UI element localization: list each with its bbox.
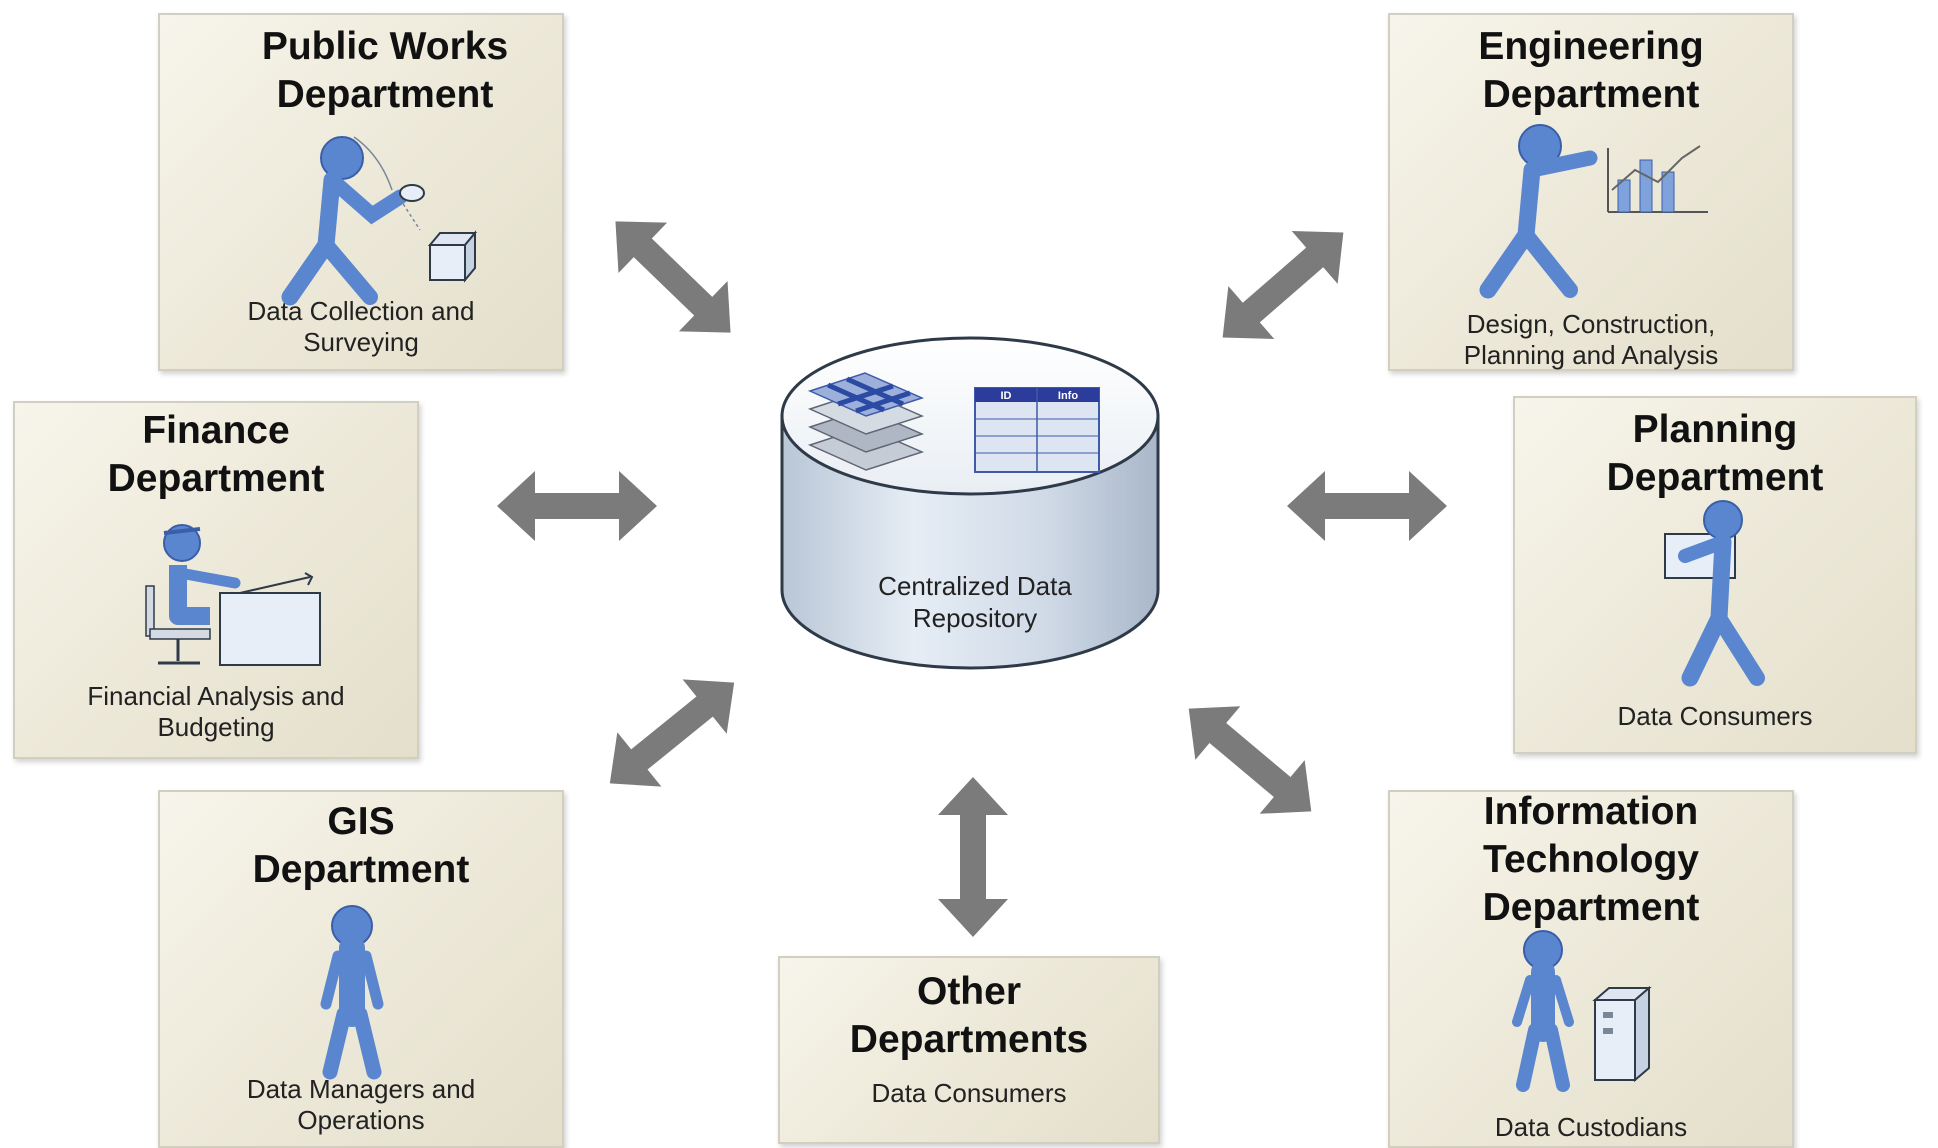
map-layers-icon [807,372,925,471]
person-at-desk-icon [145,524,321,666]
planning-title: Planning Department [1606,408,1824,499]
engineering-title: Engineering Department [1478,25,1704,116]
finance-title: Finance Department [107,409,325,500]
other-departments-description: Data Consumers [871,1078,1067,1108]
database-cylinder: ID Info [780,336,1160,670]
table-header-id: ID [1001,390,1012,402]
arrow-information-technology [1166,681,1334,839]
person-with-server-icon [1512,930,1652,1092]
information-technology-title: Information Technology Department [1482,790,1700,929]
bar-chart-icon [1607,145,1708,213]
engineering-panel: Engineering Department Design, Construct… [1388,13,1794,371]
other-departments-title: Other Departments [849,970,1089,1061]
gis-panel: GIS Department Data Managers and Operati… [158,790,564,1148]
arrow-finance [497,471,657,541]
arrow-planning [1287,471,1447,541]
person-presenting-chart-icon [1479,124,1708,299]
gis-title: GIS Department [252,800,470,891]
data-table-icon: ID Info [974,387,1100,473]
gis-description: Data Managers and Operations [246,1074,476,1135]
arrow-public-works [591,196,755,358]
arrow-engineering [1199,206,1367,364]
table-header-info: Info [1058,390,1078,402]
information-technology-panel: Information Technology Department Data C… [1388,790,1794,1148]
finance-description: Financial Analysis and Budgeting [87,681,345,742]
planning-panel: Planning Department Data Consumers [1513,396,1917,754]
person-carrying-box-icon [1664,500,1765,687]
repository-label: Centralized Data Repository [878,571,1072,633]
person-surveying-icon [281,136,478,306]
other-departments-panel: Other Departments Data Consumers [778,956,1160,1144]
information-technology-description: Data Custodians [1494,1112,1688,1142]
public-works-panel: Public Works Department Data Collection … [158,13,564,371]
finance-panel: Finance Department Financial Analysis an… [13,401,419,759]
arrow-gis [587,655,757,811]
planning-description: Data Consumers [1617,701,1813,731]
public-works-description: Data Collection and Surveying [247,296,475,357]
person-standing-icon [320,905,384,1080]
arrow-other [938,777,1008,937]
public-works-title: Public Works Department [261,25,509,116]
server-icon [1592,985,1652,1083]
engineering-description: Design, Construction, Planning and Analy… [1463,309,1719,370]
